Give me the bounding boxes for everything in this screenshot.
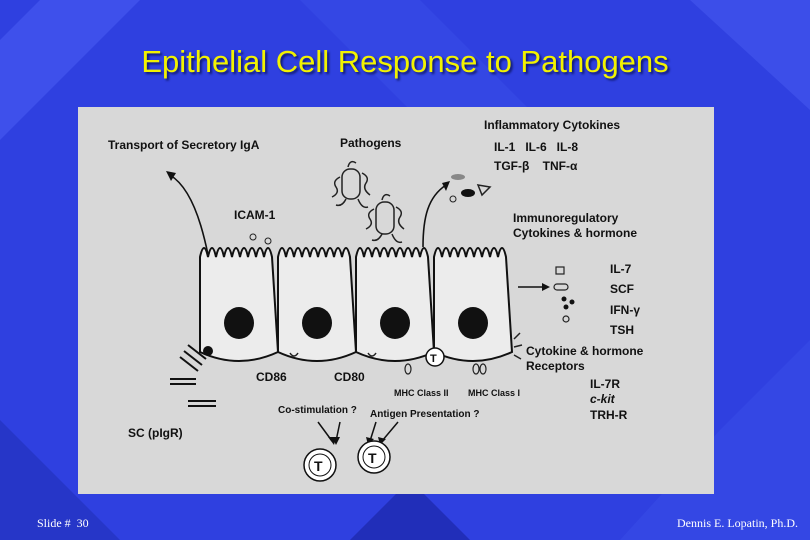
cytokine-symbol-icon — [563, 304, 569, 310]
cytokine-symbol-icon — [553, 283, 569, 291]
cytokine-symbol-icon — [449, 195, 457, 203]
costim-label: Co-stimulation ? — [278, 405, 357, 416]
pathogen-icon — [331, 160, 371, 209]
arrow-head-icon — [442, 181, 450, 191]
immunoregulatory-line1: Immunoregulatory — [513, 211, 619, 225]
receptors-line2: Receptors — [526, 359, 585, 373]
mhc1-label: MHC Class I — [468, 388, 520, 398]
t-cell-icon — [362, 445, 386, 469]
scpigr-label: SC (pIgR) — [128, 426, 183, 440]
slide-number-label: Slide # — [37, 516, 71, 530]
pathogen-icon — [365, 193, 405, 244]
slide-title: Epithelial Cell Response to Pathogens — [141, 44, 669, 79]
slide-number-value: 30 — [76, 516, 89, 530]
t-cell-icon — [308, 453, 332, 477]
ifn-label: IFN-γ — [610, 303, 640, 317]
cytokine-symbol-icon — [461, 189, 475, 197]
inflammatory-row1: IL-1 IL-6 IL-8 — [494, 140, 578, 154]
diagram-figure: Transport of Secretory IgA Pathogens Inf… — [78, 107, 714, 494]
inflammatory-title: Inflammatory Cytokines — [484, 118, 620, 132]
cell-nucleus-icon — [224, 307, 488, 339]
icam-label: ICAM-1 — [234, 208, 276, 222]
tsh-label: TSH — [610, 323, 634, 337]
icam-marker-icon — [249, 233, 257, 241]
inflammatory-row2: TGF-β TNF-α — [494, 159, 578, 173]
cytokine-symbol-icon — [451, 174, 465, 180]
cd86-label: CD86 — [256, 370, 287, 384]
cytokine-symbol-icon — [561, 296, 567, 302]
receptors-line1: Cytokine & hormone — [526, 344, 644, 358]
immunoregulatory-line2: Cytokines & hormone — [513, 226, 637, 240]
il7r-label: IL-7R — [590, 377, 620, 391]
cytokine-symbol-icon — [569, 299, 575, 305]
t-cell-small-label: T — [430, 353, 437, 365]
epithelial-cells — [199, 247, 514, 362]
ckit-label: c-kit — [590, 392, 616, 406]
costim-molecule-icon — [289, 352, 377, 357]
t-cell-label: T — [368, 450, 377, 466]
trhr-label: TRH-R — [590, 408, 628, 422]
cytokine-symbol-icon — [562, 315, 570, 323]
pathogens-label: Pathogens — [340, 136, 402, 150]
icam-marker-icon — [264, 237, 272, 245]
cd80-label: CD80 — [334, 370, 365, 384]
slide-number: Slide # 30 — [37, 516, 89, 531]
transport-label: Transport of Secretory IgA — [108, 138, 260, 152]
receptor-icon — [513, 332, 523, 360]
mhc-molecule-icon — [404, 363, 487, 375]
il7-label: IL-7 — [610, 262, 632, 276]
cytokine-symbol-icon — [476, 184, 492, 197]
mhc2-label: MHC Class II — [394, 388, 449, 398]
cytokine-symbol-icon — [555, 266, 565, 275]
t-cell-small-icon — [425, 347, 445, 367]
arrow-head-icon — [542, 283, 550, 291]
author-credit: Dennis E. Lopatin, Ph.D. — [677, 516, 798, 530]
epithelial-diagram: Transport of Secretory IgA Pathogens Inf… — [108, 118, 644, 482]
arrow-head-icon — [166, 171, 176, 181]
secretion-arrow — [422, 184, 447, 248]
scf-label: SCF — [610, 282, 634, 296]
pigr-receptor-icon — [170, 344, 216, 407]
iga-icon — [203, 346, 213, 356]
antigen-label: Antigen Presentation ? — [370, 409, 479, 420]
t-cell-label: T — [314, 458, 323, 474]
